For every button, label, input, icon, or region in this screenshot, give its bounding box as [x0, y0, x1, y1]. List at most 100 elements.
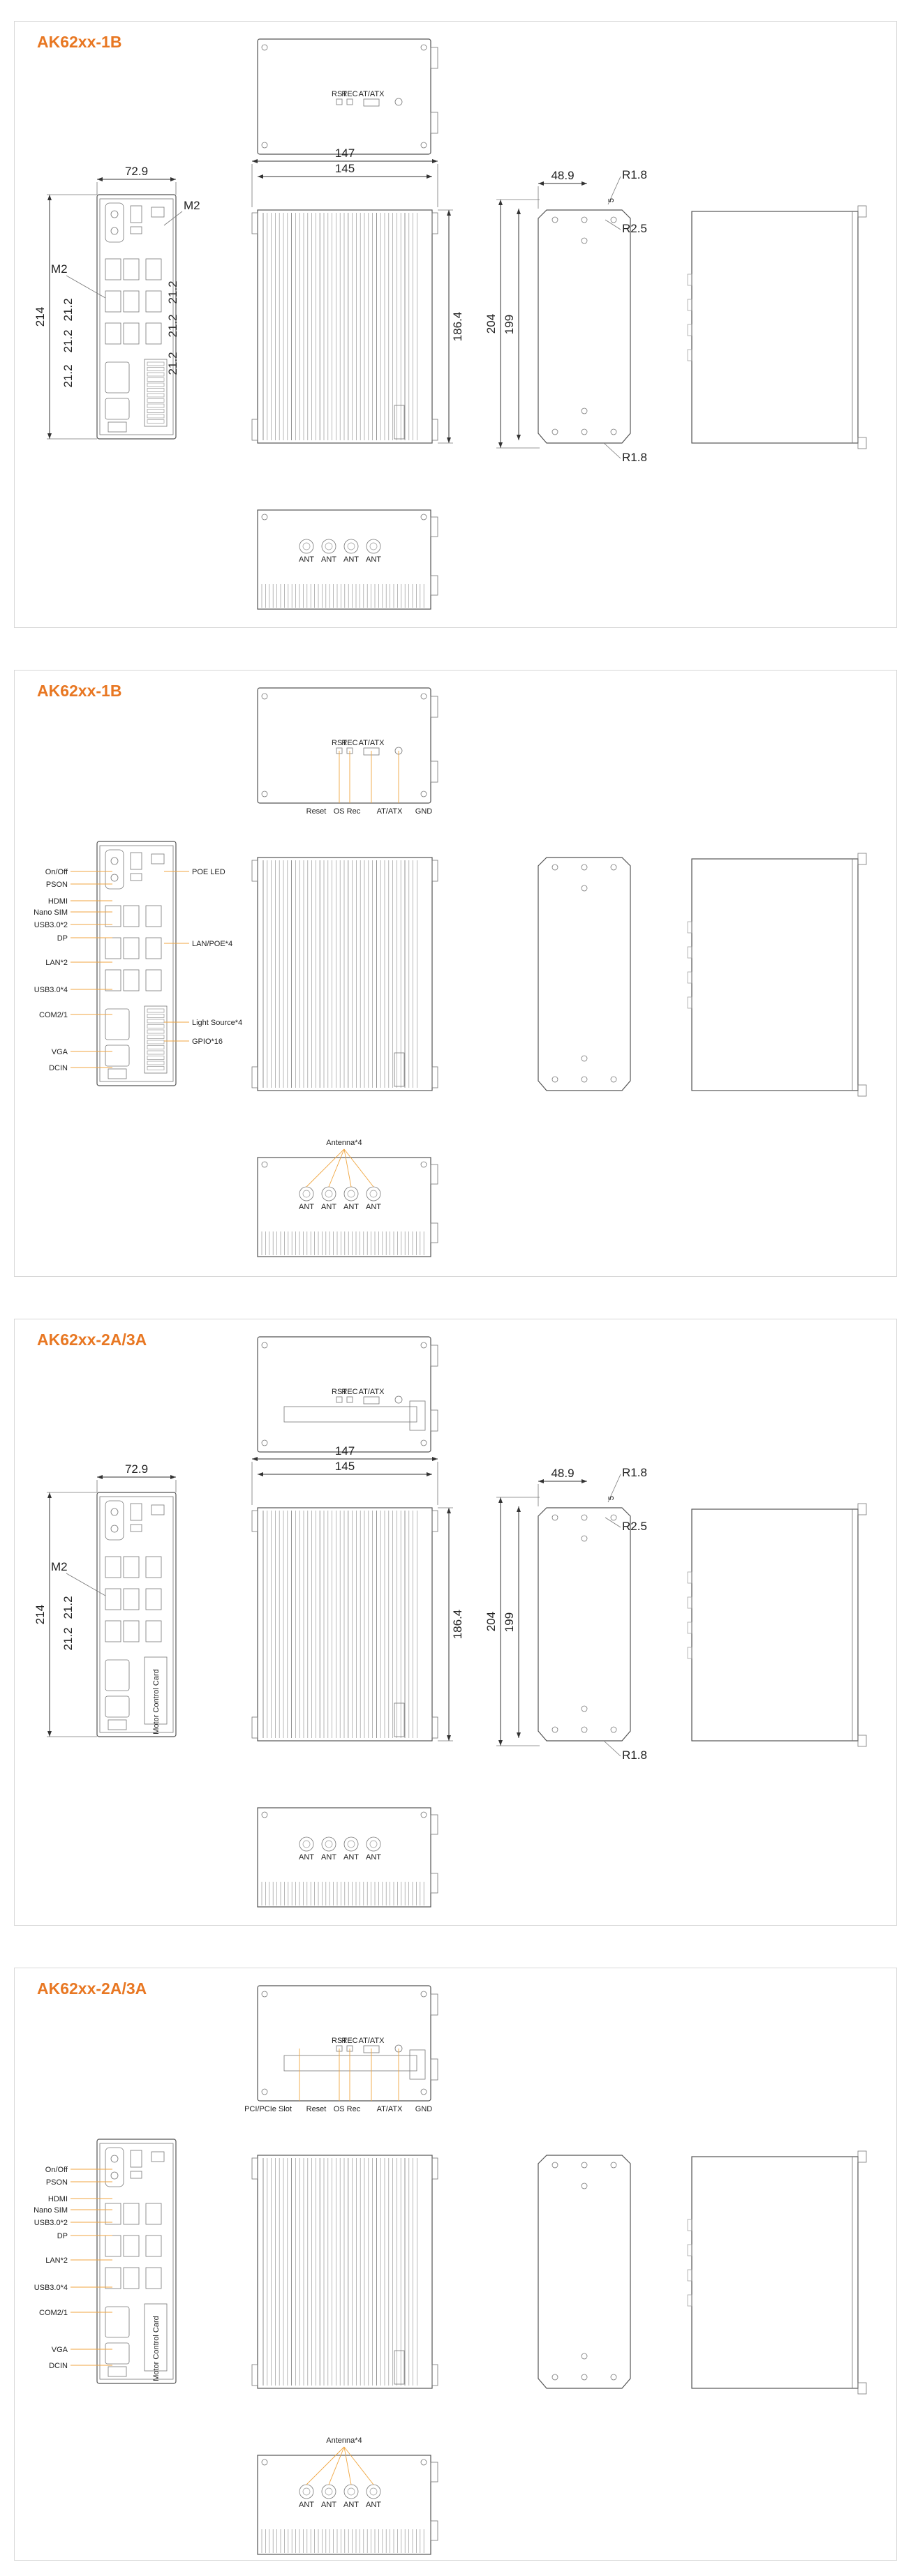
port-marking: AT/ATX [359, 739, 385, 747]
port-marking: ANT [321, 1203, 336, 1211]
side-view [538, 1507, 631, 1742]
mount-hole [261, 1991, 268, 1998]
arrow-head [47, 433, 52, 439]
side-tab [430, 1222, 438, 1243]
mount-hole [610, 2374, 617, 2381]
radius-top: R1.8 [622, 168, 647, 181]
brand-plate [394, 1052, 405, 1087]
lan-poe-port [145, 1556, 162, 1578]
dimension-value: 147 [335, 147, 355, 160]
port-marking: ANT [343, 1203, 359, 1211]
rear-view-shape [687, 1503, 867, 1747]
gpio-pin [147, 1061, 165, 1065]
mount-flange [431, 2364, 438, 2386]
heatsink-fins [262, 860, 417, 1088]
mount-flange [431, 2157, 438, 2180]
heatsink-fins [261, 584, 424, 608]
dimension-value: 199 [503, 315, 516, 334]
port-marking: ANT [299, 2501, 314, 2509]
leader-line [603, 442, 621, 459]
m2-callout-lower: M2 [51, 262, 68, 276]
pson-button [110, 2171, 119, 2180]
radius-bottom: R1.8 [622, 1748, 647, 1762]
side-tab [430, 2520, 438, 2541]
front-outer-width: 147 [252, 1444, 438, 1461]
mount-hole [610, 1514, 617, 1521]
mount-hole [581, 864, 588, 871]
dimension-value: 72.9 [125, 1462, 148, 1476]
usb-port-stack [105, 2267, 121, 2289]
antenna-connector-core [369, 1190, 378, 1198]
lan-port [123, 2203, 140, 2225]
port-marking: ANT [343, 1853, 359, 1862]
lan-poe-port [145, 905, 162, 927]
mount-hole [261, 514, 268, 521]
lan-port [123, 2235, 140, 2257]
heatsink-fins [262, 2158, 417, 2386]
port-marking: ANT [366, 555, 381, 564]
lan-port [123, 905, 140, 927]
arrow-head [517, 209, 521, 214]
mount-flange [431, 1716, 438, 1739]
gpio-pin [147, 398, 165, 403]
mount-hole [420, 791, 427, 797]
arrow-head [582, 181, 587, 186]
lan-poe-port [145, 2203, 162, 2225]
mount-hole [581, 2182, 588, 2189]
mount-flange [251, 860, 258, 882]
port-marking: REC [341, 1388, 357, 1396]
antenna-connector-core [325, 1840, 333, 1848]
front-view-outline [257, 857, 433, 1091]
expansion-bracket [144, 1656, 168, 1725]
heatsink-fins [262, 1511, 417, 1738]
leader-line [605, 1517, 621, 1528]
io-view-shape: Motor Control Card [96, 2139, 177, 2384]
nano-sim-slot [130, 226, 142, 234]
side-bracket [687, 1622, 692, 1634]
left-port-label: USB3.0*2 [34, 921, 68, 929]
side-bracket [687, 2294, 692, 2307]
side-view [538, 2155, 631, 2389]
bottom-view-outline [257, 1807, 431, 1908]
mount-hole [551, 2374, 558, 2381]
left-port-label: On/Off [45, 2166, 68, 2174]
io-inner-frame [99, 1496, 174, 1733]
rear-view-outline [691, 1508, 859, 1742]
antenna-connector [343, 1836, 359, 1852]
left-port-label: LAN*2 [45, 2256, 68, 2265]
power-button [110, 1508, 119, 1516]
lan-poe-port [145, 322, 162, 345]
mount-flange [251, 419, 258, 441]
leader-line [343, 1148, 352, 1188]
io-view-shape [96, 194, 177, 440]
antenna-connector [321, 539, 336, 554]
power-button [110, 2155, 119, 2163]
gpio-pin [147, 414, 165, 419]
antenna-connector [321, 1836, 336, 1852]
gpio-pin [147, 388, 165, 392]
bracket-label: Motor Control Card [152, 1669, 161, 1735]
antenna-connector-core [302, 1840, 311, 1848]
pcie-bracket [409, 1400, 426, 1431]
left-port-label: DCIN [49, 1064, 68, 1072]
side-width: 48.9 [538, 169, 587, 186]
panel-title: AK62xx-1B [37, 682, 122, 700]
bottom-view-outline [257, 2455, 431, 2555]
leader-line [603, 1740, 621, 1757]
rear-view-outline [691, 211, 859, 444]
lan-poe-port [145, 937, 162, 959]
side-bracket [687, 2269, 692, 2282]
pcie-bracket [409, 2049, 426, 2080]
hdmi-port [130, 2150, 142, 2168]
arrow-head [447, 1508, 451, 1513]
gpio-terminal-block [144, 359, 168, 427]
side-bracket [687, 971, 692, 984]
leader-line [306, 2446, 345, 2485]
